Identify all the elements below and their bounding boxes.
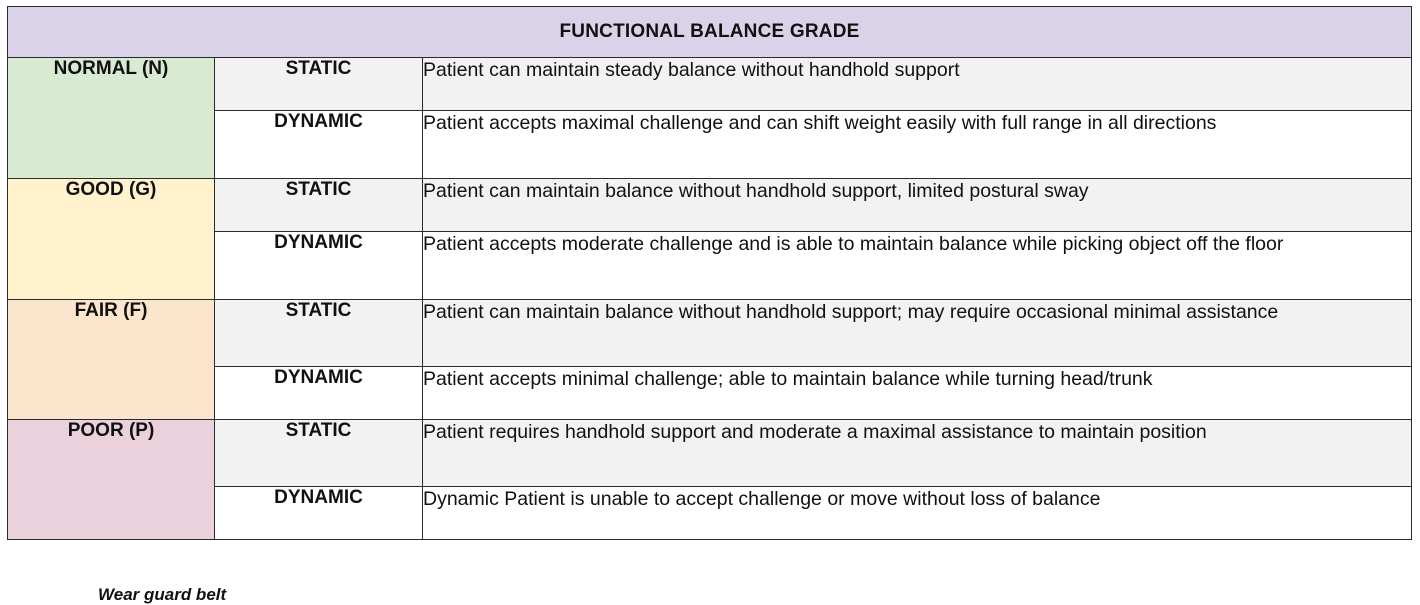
grade-good: GOOD (G) [7,178,215,300]
grade-poor: POOR (P) [7,419,215,540]
good-dynamic-row: DYNAMIC Patient accepts moderate challen… [8,231,1413,300]
type-static: STATIC [214,57,423,111]
poor-static-row: POOR (P) STATIC Patient requires handhol… [7,419,1413,540]
functional-balance-grade-table: FUNCTIONAL BALANCE GRADE NORMAL (N) STAT… [6,6,1413,540]
fair-dynamic-row: DYNAMIC Patient accepts minimal challeng… [8,366,1413,420]
description-good-dynamic: Patient accepts moderate challenge and i… [421,231,1413,300]
normal-dynamic-row: DYNAMIC Patient accepts maximal challeng… [8,110,1413,179]
poor-dynamic-row: DYNAMIC Dynamic Patient is unable to acc… [8,486,1413,540]
table-title: FUNCTIONAL BALANCE GRADE [6,6,1413,58]
good-static-row: GOOD (G) STATIC Patient can maintain bal… [7,178,1413,300]
grade-normal: NORMAL (N) [7,57,215,179]
description-poor-static: Patient requires handhold support and mo… [421,419,1413,487]
type-dynamic: DYNAMIC [214,366,423,420]
footnote-wear-guard-belt: Wear guard belt [98,585,227,604]
type-dynamic: DYNAMIC [214,486,423,540]
description-good-static: Patient can maintain balance without han… [421,178,1413,232]
description-fair-dynamic: Patient accepts minimal challenge; able … [421,366,1413,420]
type-static: STATIC [214,299,423,367]
description-poor-dynamic: Dynamic Patient is unable to accept chal… [421,486,1413,540]
description-normal-dynamic: Patient accepts maximal challenge and ca… [421,110,1413,179]
table-header-row: FUNCTIONAL BALANCE GRADE [6,6,1413,58]
type-static: STATIC [214,419,423,487]
description-fair-static: Patient can maintain balance without han… [421,299,1413,367]
type-static: STATIC [214,178,423,232]
description-normal-static: Patient can maintain steady balance with… [421,57,1413,111]
normal-static-row: NORMAL (N) STATIC Patient can maintain s… [7,57,1413,179]
grade-fair: FAIR (F) [7,299,215,420]
type-dynamic: DYNAMIC [214,110,423,179]
fair-static-row: FAIR (F) STATIC Patient can maintain bal… [7,299,1413,420]
balance-grade-table-container: FUNCTIONAL BALANCE GRADE NORMAL (N) STAT… [6,6,1413,540]
type-dynamic: DYNAMIC [214,231,423,300]
